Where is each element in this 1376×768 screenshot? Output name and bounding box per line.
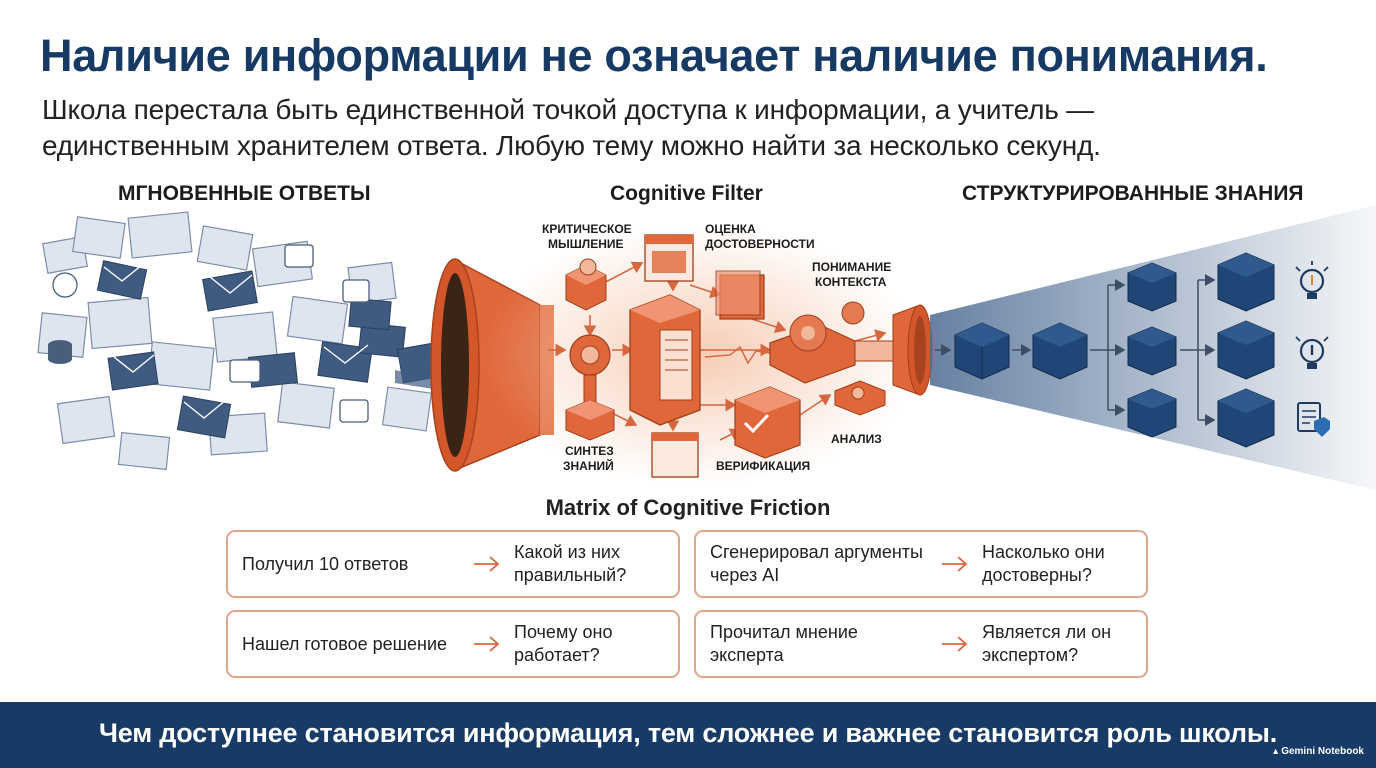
central-processor-block [629,294,701,426]
synthesis-card [651,432,699,478]
label-analysis: АНАЛИЗ [831,432,882,446]
arrow-right-icon [942,556,968,572]
lightbulb-icon [1295,261,1329,299]
page-title: Наличие информации не означает наличие п… [40,30,1268,81]
watermark: ▴ Gemini Notebook [1273,746,1364,757]
reliability-card [644,234,694,282]
section-title-structured-knowledge: СТРУКТУРИРОВАННЫЕ ЗНАНИЯ [962,182,1304,205]
matrix-question: Нашел готовое решение [242,633,448,654]
information-chaos [0,205,452,490]
footer-banner: Чем доступнее становится информация, тем… [0,702,1376,768]
matrix-answer: Почему оно работает? [514,622,613,665]
notebook-logo-icon: ▴ [1273,746,1279,757]
label-reliability-2: ДОСТОВЕРНОСТИ [705,237,815,251]
synthesis-block [565,399,615,441]
gear-block [569,334,611,406]
matrix-card-4: Прочитал мнение эксперта Является ли он … [694,610,1148,678]
subtitle-line-1: Школа перестала быть единственной точкой… [42,94,1094,125]
subtitle-line-2: единственным хранителем ответа. Любую те… [42,130,1101,161]
matrix-answer: Насколько они достоверны? [982,542,1105,585]
matrix-card-1: Получил 10 ответов Какой из них правильн… [226,530,680,598]
label-critical-thinking-2: МЫШЛЕНИЕ [548,237,624,251]
idea-bulb-icon [1295,336,1329,369]
arrow-right-icon [942,636,968,652]
context-block [715,270,765,320]
label-context-1: ПОНИМАНИЕ [812,260,891,274]
verified-document-icon [1297,402,1330,437]
section-title-cognitive-filter: Cognitive Filter [610,182,763,205]
matrix-answer: Является ли он экспертом? [982,622,1112,665]
arrow-right-icon [474,556,500,572]
matrix-question: Прочитал мнение эксперта [710,622,858,665]
critical-thinking-block [565,258,607,311]
label-reliability-1: ОЦЕНКА [705,222,756,236]
arrow-right-icon [474,636,500,652]
label-verification: ВЕРИФИКАЦИЯ [716,459,810,473]
matrix-title: Matrix of Cognitive Friction [545,495,831,520]
label-critical-thinking-1: КРИТИЧЕСКОЕ [542,222,632,236]
label-synthesis-2: ЗНАНИЙ [563,458,614,473]
section-title-instant-answers: МГНОВЕННЫЕ ОТВЕТЫ [118,182,371,205]
page-subtitle: Школа перестала быть единственной точкой… [42,92,1342,164]
matrix-question: Сгенерировал аргументы через AI [710,542,923,585]
verification-block [734,386,801,459]
understanding-gears-block [769,301,865,384]
matrix-answer: Какой из них правильный? [514,542,627,585]
knowledge-cubes [954,252,1275,448]
label-synthesis-1: СИНТЕЗ [565,444,614,458]
analysis-block [834,380,886,416]
label-context-2: КОНТЕКСТА [815,275,887,289]
matrix-card-3: Нашел готовое решение Почему оно работае… [226,610,680,678]
matrix-card-2: Сгенерировал аргументы через AI Наскольк… [694,530,1148,598]
footer-text: Чем доступнее становится информация, тем… [98,718,1278,748]
matrix-question: Получил 10 ответов [242,553,409,574]
watermark-text: Gemini Notebook [1281,746,1364,757]
knowledge-funnel-illustration: КРИТИЧЕСКОЕ МЫШЛЕНИЕ ОЦЕНКА ДОСТОВЕРНОСТ… [0,205,1376,490]
